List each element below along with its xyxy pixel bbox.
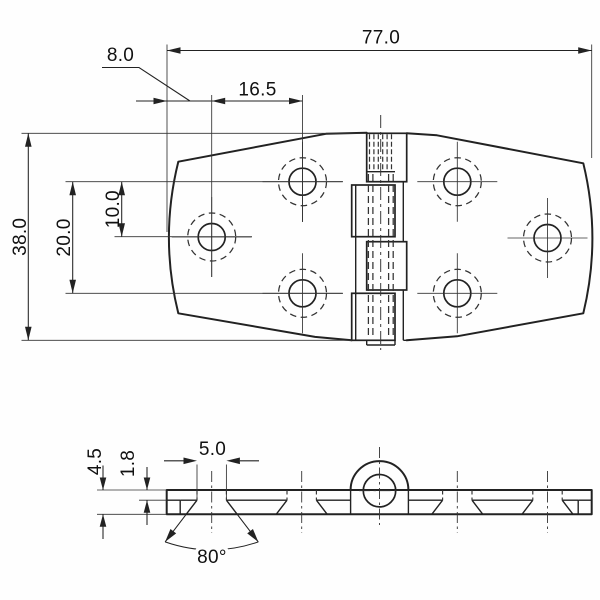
top-view: 77.0 8.0 16.5 38.0 2	[10, 28, 594, 350]
arrowhead-top	[25, 133, 32, 147]
dim-overall-depth-label: 38.0	[10, 218, 31, 256]
arrowhead-bottom	[118, 223, 125, 237]
angle-arc	[164, 541, 259, 551]
hole-right-bottom	[417, 253, 498, 334]
knuckle-4	[350, 292, 396, 342]
dim-edge-to-hole-label: 8.0	[107, 45, 134, 66]
knuckle-1	[365, 132, 408, 183]
dim-countersink-angle-label: 80°	[197, 547, 227, 568]
arrowhead-bottom	[25, 326, 32, 341]
pin-hidden-edges	[367, 174, 394, 338]
barrel-boss-arc	[349, 460, 410, 491]
dimension-countersink-angle: 80°	[164, 513, 259, 572]
hole-right-middle	[507, 198, 588, 278]
arrowhead-up	[99, 514, 107, 527]
side-view: 4.5 1.8 5.0 80°	[85, 439, 593, 572]
arrowhead-left	[211, 97, 226, 105]
dim-leaf-thickness-label: 1.8	[118, 450, 139, 477]
dim-hole-row-offset-label: 10.0	[103, 190, 124, 228]
hole-centerlines-side	[211, 471, 548, 533]
extension-lines	[97, 489, 167, 515]
dimension-overall-thickness: 4.5	[85, 448, 167, 539]
arrowhead-left	[226, 457, 240, 465]
arrowhead-up	[143, 500, 151, 513]
dim-hole-diameter-label: 5.0	[199, 439, 226, 460]
hole-centerlines	[417, 141, 498, 222]
left-leaf-outline	[167, 131, 368, 342]
dimension-edge-to-hole: 8.0	[102, 45, 303, 105]
dimension-overall-width: 77.0	[166, 28, 593, 232]
extension-lines	[21, 132, 367, 341]
pin-end-cap	[366, 340, 396, 346]
arrowhead-top	[69, 181, 76, 196]
extension-lines	[211, 95, 303, 277]
hinge-knuckle	[350, 115, 408, 350]
arrowhead-right	[289, 97, 303, 105]
dim-overall-thickness-label: 4.5	[85, 448, 106, 475]
arrowhead	[153, 97, 167, 105]
knuckle-3	[365, 240, 408, 291]
hole-right-top	[417, 141, 498, 222]
arrowhead-right	[183, 457, 197, 465]
dimension-hole-diameter: 5.0	[164, 439, 259, 498]
pin-barrel-side	[349, 447, 410, 525]
arrowhead-bottom	[69, 279, 76, 294]
arrowhead-left	[167, 47, 181, 54]
hole-centerlines	[417, 253, 498, 334]
arrowhead-down	[143, 477, 151, 490]
hole-centerlines	[507, 198, 588, 278]
dimension-leaf-thickness: 1.8	[118, 450, 167, 525]
leader-line	[102, 66, 191, 102]
barrel-centerlines	[359, 447, 400, 525]
extension-lines	[196, 464, 227, 498]
knuckle-leaf-edges	[355, 181, 407, 341]
dim-overall-width-label: 77.0	[362, 28, 400, 49]
dimension-hole-row-offset: 10.0	[103, 181, 252, 238]
arrowhead-right	[578, 47, 592, 54]
extension-lines	[166, 44, 593, 232]
right-leaf-outline	[405, 132, 594, 342]
dim-hole-column-spacing-label: 16.5	[238, 80, 276, 101]
dim-hole-row-spacing-label: 20.0	[54, 218, 75, 256]
dimension-hole-row-spacing: 20.0	[54, 181, 343, 294]
rim-steps	[166, 499, 592, 515]
dimension-hole-column-spacing: 16.5	[211, 80, 303, 277]
arrowhead-down	[99, 477, 107, 490]
pin-knurl-hatch	[368, 134, 393, 171]
dimension-overall-depth: 38.0	[10, 132, 367, 341]
arrowhead-left	[165, 528, 177, 542]
countersink-cones	[185, 499, 574, 515]
arrowhead-right	[247, 528, 259, 542]
barrel-side-edges	[349, 490, 410, 515]
extension-lines	[65, 181, 343, 294]
arrowhead-top	[118, 181, 125, 196]
